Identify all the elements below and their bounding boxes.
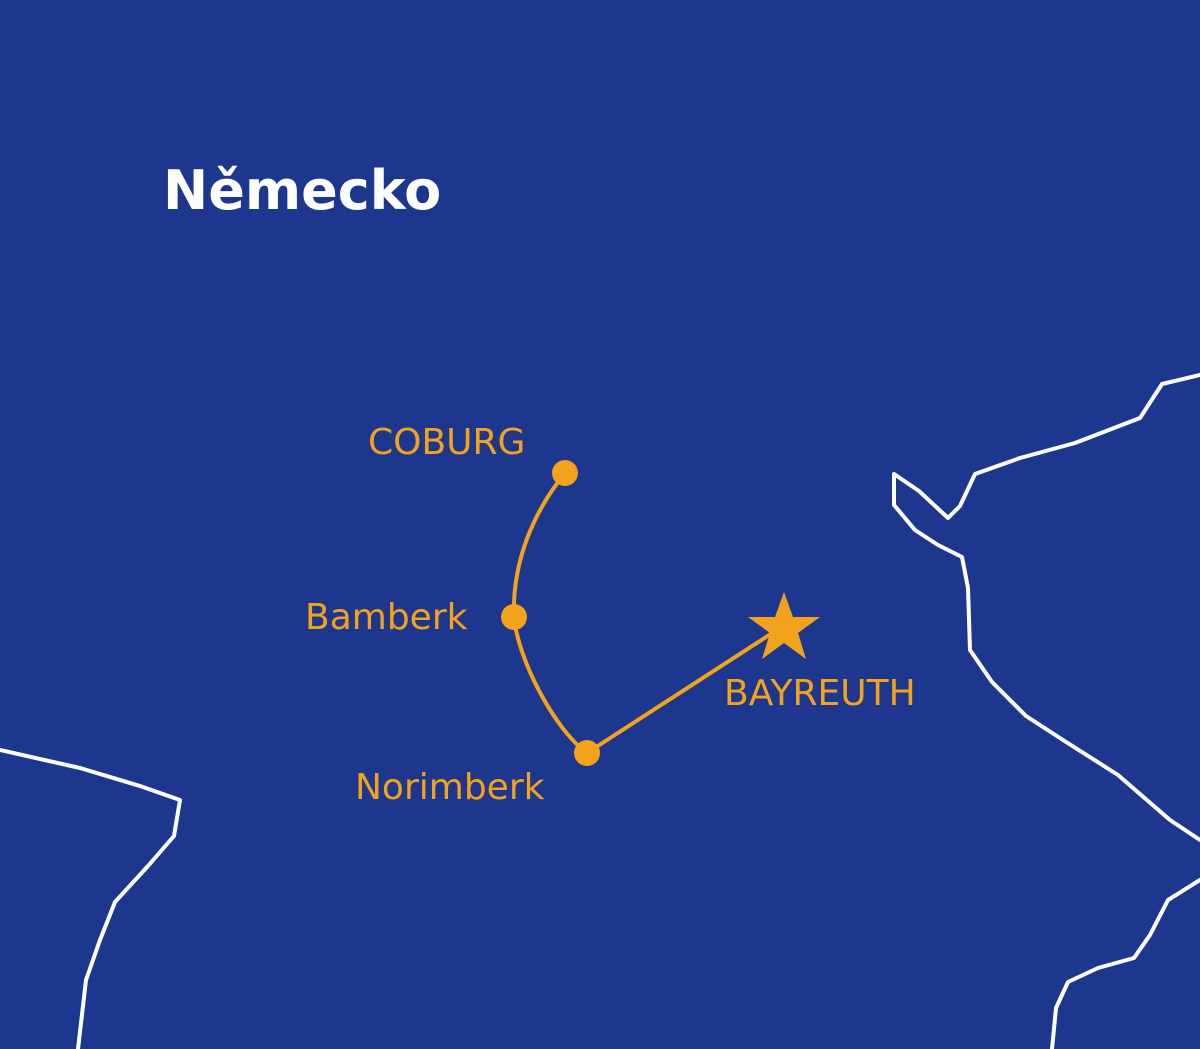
- star-icon: [748, 592, 820, 659]
- city-norimberk: Norimberk: [355, 740, 600, 808]
- border-southeast: [1050, 878, 1200, 1049]
- city-label-bayreuth: BAYREUTH: [724, 673, 916, 714]
- city-marker-coburg: [552, 460, 578, 486]
- city-label-coburg: COBURG: [368, 422, 525, 463]
- city-bayreuth: BAYREUTH: [724, 592, 916, 714]
- borders: [0, 373, 1200, 1049]
- city-label-norimberk: Norimberk: [355, 767, 545, 808]
- city-marker-norimberk: [574, 740, 600, 766]
- city-coburg: COBURG: [368, 422, 578, 486]
- border-west: [0, 748, 182, 1049]
- border-east: [892, 373, 1200, 842]
- city-marker-bamberk: [501, 604, 527, 630]
- city-label-bamberk: Bamberk: [305, 597, 468, 638]
- city-bamberk: Bamberk: [305, 597, 527, 638]
- country-label: Německo: [163, 159, 441, 222]
